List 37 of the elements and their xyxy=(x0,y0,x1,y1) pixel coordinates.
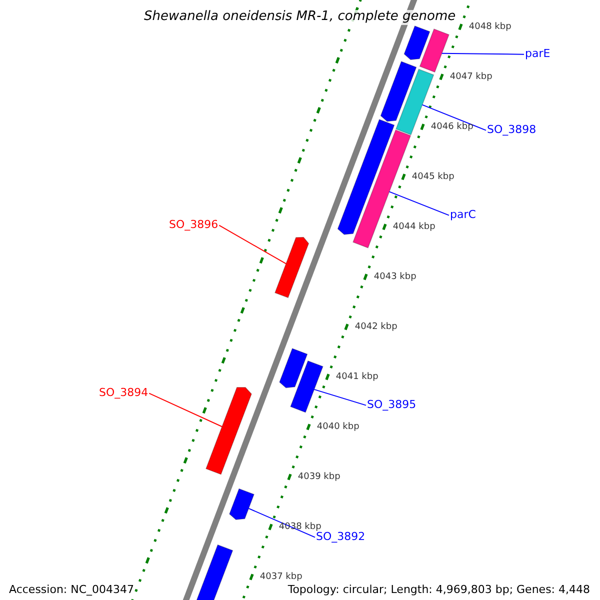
gene-block xyxy=(419,28,450,73)
scale-label: 4047 kbp xyxy=(450,72,492,82)
gene-label: parE xyxy=(525,48,550,61)
scale-label: 4043 kbp xyxy=(374,272,416,282)
genome-info-text: Topology: circular; Length: 4,969,803 bp; Genes: 4,448 xyxy=(288,584,590,597)
scale-label: 4044 kbp xyxy=(392,222,436,232)
leader-line xyxy=(148,392,222,428)
gene-block xyxy=(279,348,308,388)
leader-line xyxy=(441,52,524,55)
gene-label: SO_3898 xyxy=(487,124,536,137)
scale-label: 4042 kbp xyxy=(354,322,398,332)
leader-line xyxy=(314,388,366,406)
leader-line xyxy=(248,508,316,538)
scale-label: 4040 kbp xyxy=(316,422,360,432)
gene-label: SO_3896 xyxy=(169,219,218,232)
gene-label: SO_3894 xyxy=(99,387,148,400)
gene-block xyxy=(290,360,324,413)
gene-label: SO_3892 xyxy=(316,531,366,544)
scale-label: 4041 kbp xyxy=(336,372,378,382)
leader-line xyxy=(218,224,286,264)
gene-block xyxy=(380,61,417,122)
gene-block xyxy=(228,488,255,520)
gene-block xyxy=(337,118,395,235)
gene-label: SO_3895 xyxy=(367,399,416,412)
leader-line xyxy=(388,191,450,216)
gene-block xyxy=(206,386,252,475)
title: Shewanella oneidensis MR-1, complete genome xyxy=(142,10,458,25)
scale-label: 4046 kbp xyxy=(430,122,474,132)
leader-line xyxy=(422,104,486,131)
gene-block xyxy=(404,25,430,60)
scale-label: 4048 kbp xyxy=(468,22,512,32)
scale-label: 4045 kbp xyxy=(412,172,454,182)
accession-text: Accession: NC_004347 xyxy=(9,584,134,597)
scale-label: 4037 kbp xyxy=(260,572,302,583)
scale-label: 4039 kbp xyxy=(298,472,340,482)
gene-block xyxy=(274,236,310,298)
gene-label: parC xyxy=(450,209,476,222)
